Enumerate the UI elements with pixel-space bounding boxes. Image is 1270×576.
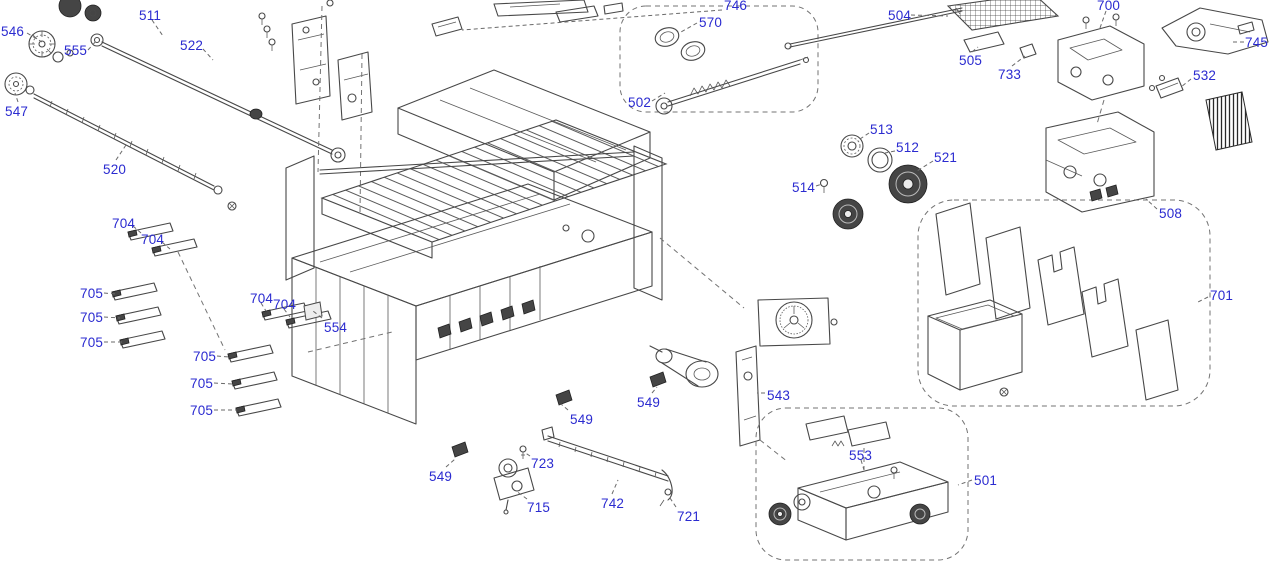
leader-line-514 <box>815 183 823 187</box>
part-505 <box>963 31 1005 53</box>
leader-line-546 <box>26 32 43 43</box>
packing-group-701 <box>917 199 1211 407</box>
leader-line-512 <box>884 150 896 154</box>
control-panel-504 <box>946 0 1060 59</box>
leader-line-549-3 <box>651 386 658 394</box>
leader-line-705-2 <box>103 316 121 319</box>
encoder-assembly-543 <box>649 297 838 463</box>
leader-line-505 <box>971 46 979 53</box>
bracket-745 <box>1161 7 1269 55</box>
gear-train <box>819 134 928 230</box>
leader-line-511 <box>151 19 164 37</box>
leader-line-705-5 <box>213 382 234 385</box>
leader-line-508 <box>1145 198 1158 210</box>
plate-stack-center <box>227 302 393 417</box>
leader-line-504 <box>910 14 949 17</box>
left-roller-assembly <box>4 0 346 211</box>
leader-line-705-1 <box>103 292 117 295</box>
leader-line-705-4 <box>216 355 230 358</box>
leader-line-501 <box>957 479 973 486</box>
leader-lines <box>14 9 1244 508</box>
top-cut-parts <box>326 0 624 37</box>
leader-line-502 <box>651 92 666 102</box>
part-554 <box>303 301 323 321</box>
leader-line-520 <box>115 141 129 161</box>
leader-line-733 <box>1011 55 1026 67</box>
leader-line-513 <box>856 132 870 142</box>
leader-line-723 <box>523 451 531 457</box>
main-chassis <box>285 69 745 425</box>
shaft-top-right <box>784 7 963 50</box>
leader-line-704-3 <box>260 302 267 312</box>
leader-line-704-2 <box>161 241 171 250</box>
leader-line-549-1 <box>445 458 456 468</box>
carriage-unit-501 <box>755 407 969 561</box>
leader-line-532 <box>1180 78 1192 88</box>
leader-line-700 <box>1099 10 1107 29</box>
board-532 <box>1148 74 1253 151</box>
leader-line-553 <box>860 459 865 471</box>
printhead-holder-700 <box>1057 13 1145 125</box>
pads-549 <box>451 371 667 458</box>
plate-stack-left <box>111 222 226 351</box>
printhead-508 <box>1045 111 1155 213</box>
leader-line-554 <box>312 310 323 319</box>
roller-holder-715 <box>493 445 535 515</box>
leader-line-522 <box>202 48 214 61</box>
leader-line-715 <box>515 490 528 500</box>
leader-line-742 <box>611 479 619 495</box>
guide-rail-742 <box>541 426 673 507</box>
leader-line-570 <box>680 22 698 33</box>
leader-line-704-1 <box>132 225 142 234</box>
hook-721 <box>661 469 673 501</box>
roller-assembly-502-570 <box>619 5 819 115</box>
leader-line-704-4 <box>283 308 291 318</box>
leader-line-555 <box>87 39 98 51</box>
bracket-511 <box>258 5 373 215</box>
leader-line-721 <box>669 497 677 508</box>
leader-line-547 <box>14 92 19 103</box>
leader-line-549-2 <box>560 403 569 411</box>
leader-line-521 <box>916 160 934 172</box>
leader-line-701 <box>1195 296 1209 304</box>
part-733 <box>1019 43 1037 59</box>
leader-line-746 <box>461 9 723 31</box>
